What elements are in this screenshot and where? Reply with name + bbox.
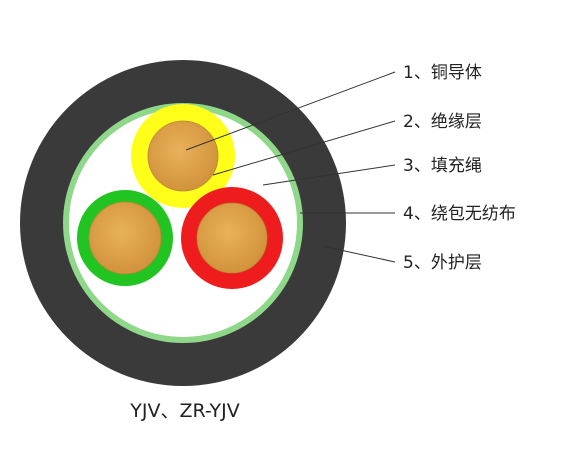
label-copper-conductor: 1、铜导体 [403, 63, 482, 83]
leader-line-2 [212, 120, 396, 176]
label-outer-sheath: 5、外护层 [403, 253, 482, 273]
cable-model-caption: YJV、ZR-YJV [129, 400, 239, 422]
core-red [181, 187, 283, 289]
leader-line-3 [262, 164, 396, 186]
label-filler-rope: 3、填充绳 [403, 156, 482, 176]
core-yellow [131, 104, 235, 208]
copper-conductor-red [196, 202, 268, 274]
copper-conductor-green [88, 201, 162, 275]
leader-lines [185, 71, 396, 263]
leader-line-1 [185, 71, 396, 151]
label-insulation: 2、绝缘层 [403, 112, 482, 132]
copper-conductor-yellow [147, 120, 219, 192]
label-nonwoven-wrap: 4、绕包无纺布 [403, 204, 516, 224]
leader-line-5 [321, 245, 396, 263]
core-green [77, 190, 173, 286]
